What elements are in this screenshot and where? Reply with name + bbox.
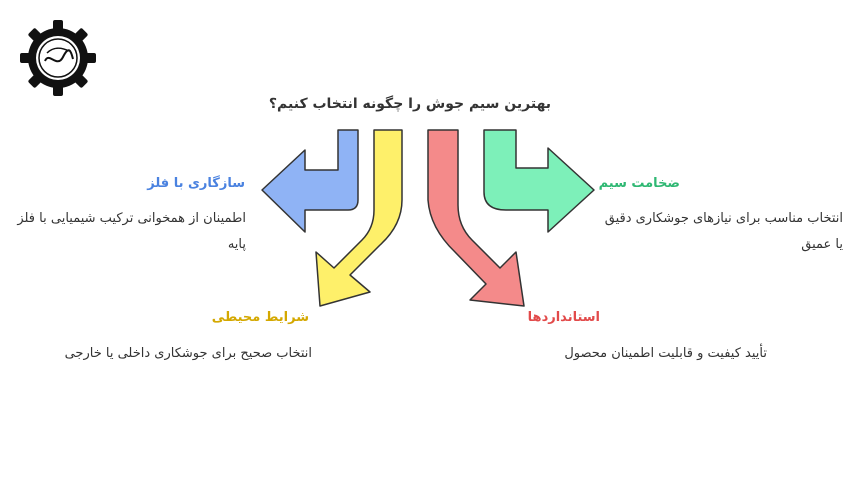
- heading-standards: استانداردها: [527, 310, 600, 325]
- desc-environment: انتخاب صحیح برای جوشکاری داخلی یا خارجی: [64, 346, 312, 361]
- arrow-red: [427, 129, 525, 307]
- heading-metal-compatibility: سازگاری با فلز: [147, 176, 245, 191]
- heading-wire-thickness: ضخامت سیم: [598, 176, 680, 191]
- desc-standards: تأیید کیفیت و قابلیت اطمینان محصول: [564, 346, 767, 361]
- arrow-blue: [261, 129, 359, 233]
- diagram-title: بهترین سیم جوش را چگونه انتخاب کنیم؟: [268, 96, 552, 112]
- arrow-green: [483, 129, 595, 233]
- arrow-yellow: [315, 129, 403, 307]
- heading-environment: شرایط محیطی: [211, 310, 309, 325]
- gear-logo-icon: [20, 20, 96, 96]
- desc-wire-thickness: انتخاب مناسب برای نیازهای جوشکاری دقیق ی…: [604, 211, 843, 252]
- desc-metal-compatibility: اطمینان از همخوانی ترکیب شیمیایی با فلز …: [17, 211, 246, 252]
